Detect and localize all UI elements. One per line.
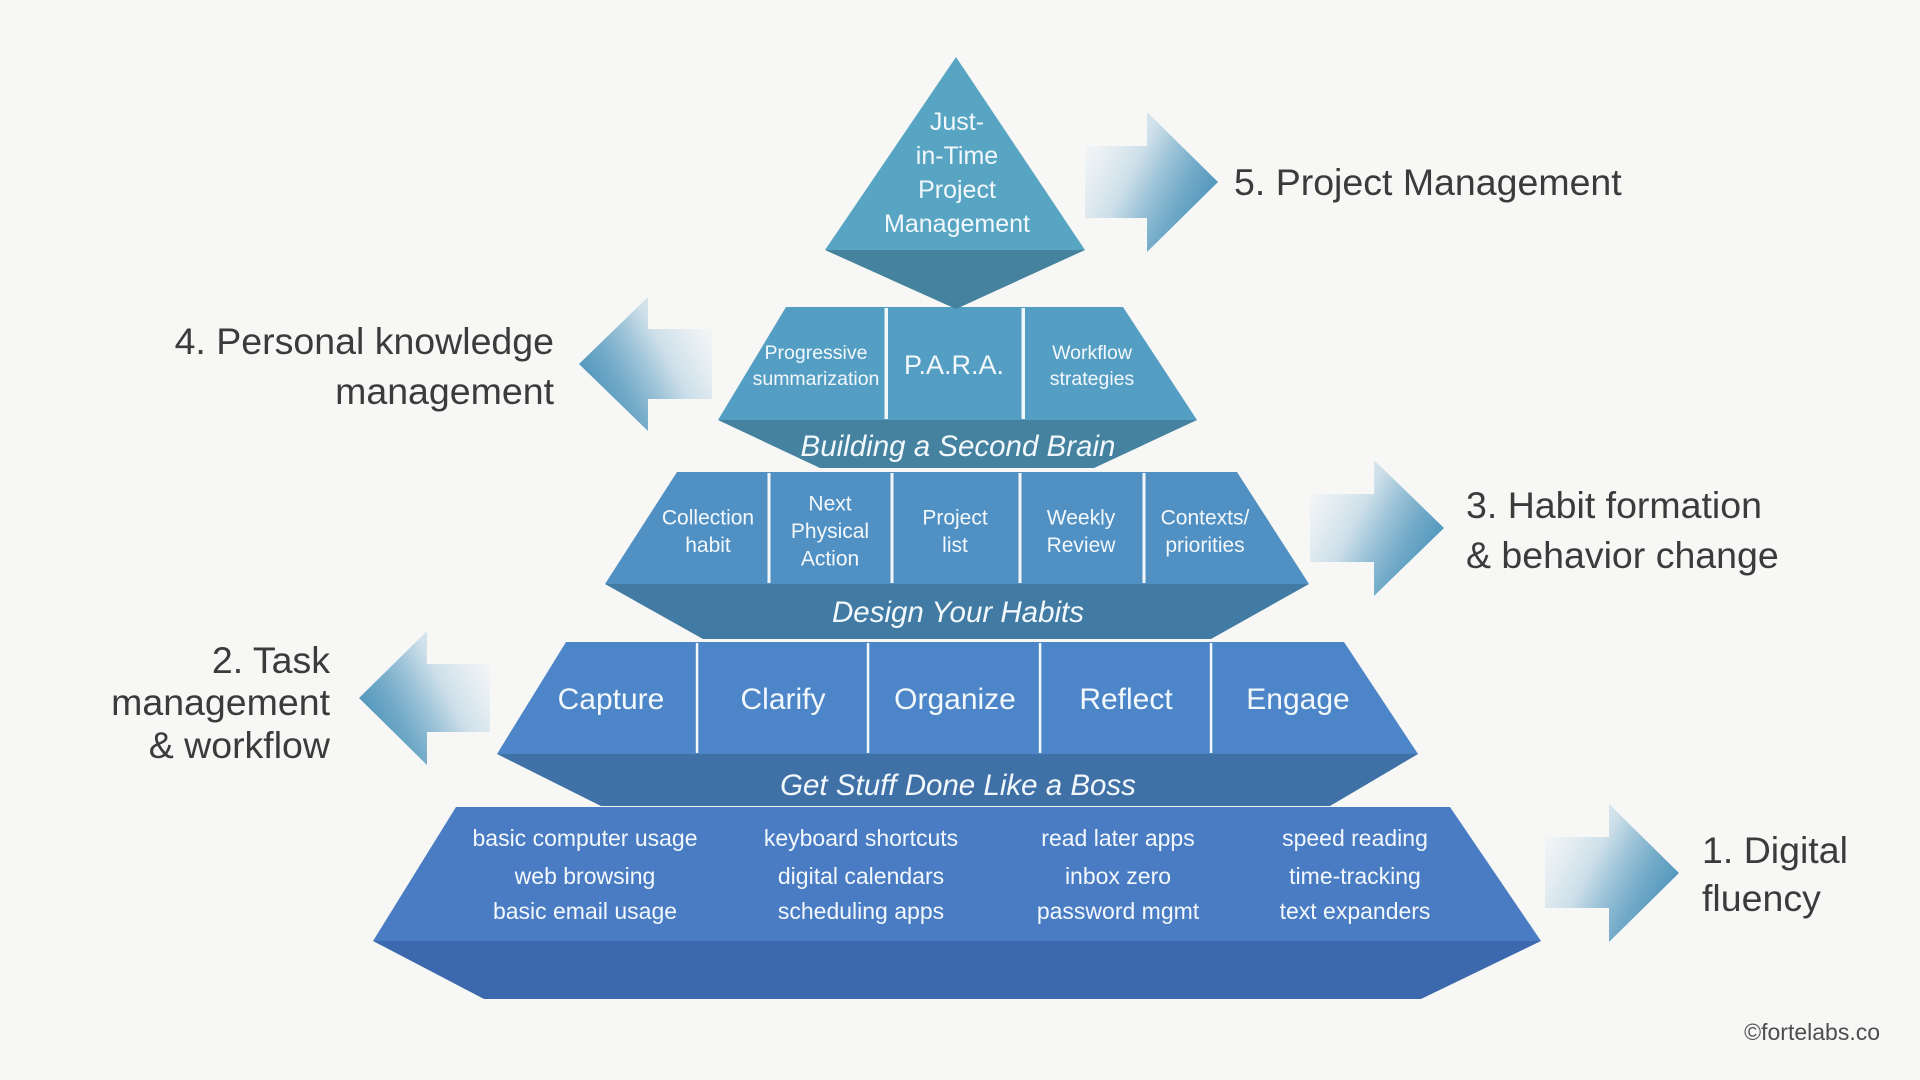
svg-text:P.A.R.A.: P.A.R.A.: [904, 350, 1004, 380]
svg-text:Clarify: Clarify: [740, 683, 825, 716]
svg-text:& workflow: & workflow: [149, 724, 331, 766]
svg-text:Collection: Collection: [662, 507, 754, 530]
svg-text:password mgmt: password mgmt: [1037, 898, 1200, 924]
svg-text:priorities: priorities: [1165, 534, 1244, 557]
svg-text:keyboard shortcuts: keyboard shortcuts: [764, 825, 958, 851]
svg-text:speed reading: speed reading: [1282, 825, 1428, 851]
svg-text:text expanders: text expanders: [1280, 898, 1431, 924]
svg-text:©fortelabs.co: ©fortelabs.co: [1744, 1019, 1880, 1045]
svg-text:scheduling apps: scheduling apps: [778, 898, 944, 924]
svg-text:Engage: Engage: [1246, 683, 1349, 716]
svg-text:Action: Action: [801, 548, 859, 571]
svg-text:1. Digital: 1. Digital: [1702, 829, 1848, 871]
svg-text:Next: Next: [808, 493, 851, 516]
svg-text:5. Project Management: 5. Project Management: [1234, 161, 1622, 203]
svg-text:Review: Review: [1047, 534, 1117, 557]
svg-text:inbox zero: inbox zero: [1065, 863, 1171, 889]
svg-text:web browsing: web browsing: [514, 863, 656, 889]
svg-text:Get Stuff Done Like a Boss: Get Stuff Done Like a Boss: [780, 769, 1136, 802]
svg-text:Project: Project: [922, 507, 988, 530]
svg-text:4. Personal knowledge: 4. Personal knowledge: [175, 320, 554, 362]
svg-text:Weekly: Weekly: [1047, 507, 1116, 530]
svg-text:Workflow: Workflow: [1052, 342, 1133, 364]
svg-text:in-Time: in-Time: [916, 142, 998, 170]
svg-text:& behavior change: & behavior change: [1466, 534, 1779, 576]
svg-text:2. Task: 2. Task: [212, 639, 330, 681]
svg-text:Just-: Just-: [930, 108, 984, 136]
svg-text:Design Your Habits: Design Your Habits: [832, 596, 1084, 629]
svg-text:digital calendars: digital calendars: [778, 863, 944, 889]
svg-text:management: management: [111, 681, 330, 723]
svg-text:Progressive: Progressive: [765, 342, 868, 364]
svg-text:3. Habit formation: 3. Habit formation: [1466, 484, 1762, 526]
svg-text:time-tracking: time-tracking: [1289, 863, 1421, 889]
svg-text:management: management: [335, 370, 554, 412]
svg-text:Physical: Physical: [791, 520, 869, 543]
svg-text:strategies: strategies: [1050, 368, 1135, 390]
svg-text:Building a Second Brain: Building a Second Brain: [801, 430, 1116, 463]
svg-text:habit: habit: [685, 534, 731, 557]
svg-text:Organize: Organize: [894, 683, 1016, 716]
svg-text:Contexts/: Contexts/: [1161, 507, 1250, 530]
svg-text:basic email usage: basic email usage: [493, 898, 677, 924]
svg-text:basic computer usage: basic computer usage: [472, 825, 697, 851]
svg-text:fluency: fluency: [1702, 877, 1821, 919]
svg-text:list: list: [942, 534, 968, 557]
svg-text:Capture: Capture: [558, 683, 665, 716]
svg-text:read later apps: read later apps: [1041, 825, 1194, 851]
svg-text:Management: Management: [884, 210, 1030, 238]
svg-text:Reflect: Reflect: [1079, 683, 1173, 716]
svg-text:Project: Project: [918, 176, 996, 204]
svg-text:summarization: summarization: [753, 368, 880, 390]
